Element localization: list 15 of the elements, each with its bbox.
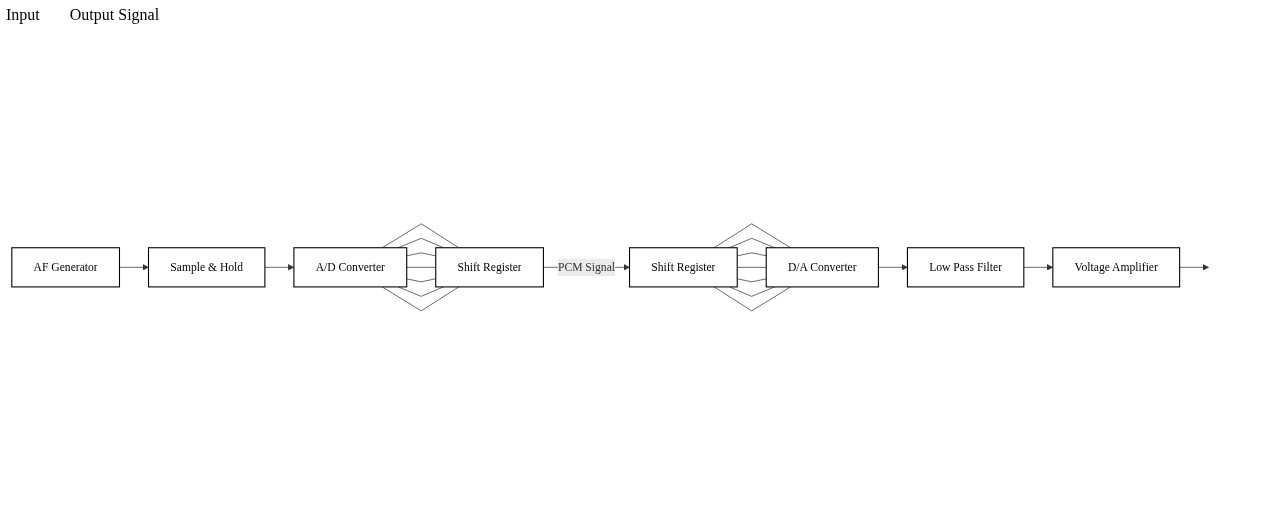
connector [381,223,460,248]
node-box: Voltage Amplifier [1052,246,1181,288]
connector [397,286,444,297]
connector [713,223,791,248]
node-box: A/D Converter [293,246,408,288]
node-box: Sample & Hold [147,246,266,288]
signal-label: Output Signal [69,6,160,24]
edge-label: PCM Signal [557,260,616,273]
node-box: AF Generator [11,246,121,288]
node-box: Shift Register [628,246,738,288]
node-box: D/A Converter [765,246,879,288]
node-box: Shift Register [435,246,544,288]
connector [381,286,460,311]
node-box: Low Pass Filter [906,246,1025,288]
signal-label: Input [6,6,40,24]
